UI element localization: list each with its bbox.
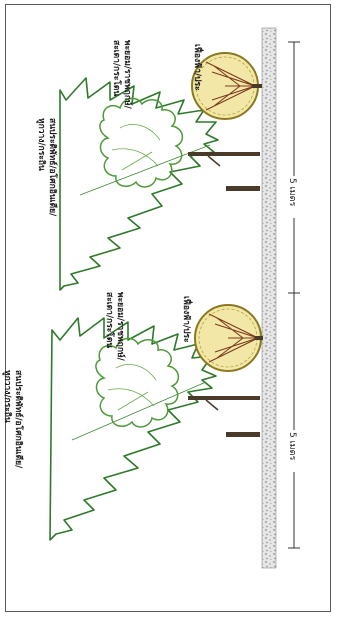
shrub-lower: [195, 305, 263, 371]
label-conifer-upper-2: หูกวาง/กระถิน: [36, 118, 47, 171]
shrub-trunk-lower: [255, 336, 263, 340]
label-broadleaf-lower-1: พะยอม/ราชพฤกษ์/: [115, 292, 126, 362]
label-conifer-upper-1: สนประดิพัทธ์/อโศกอินเดีย/: [47, 118, 58, 217]
shrub-trunk-upper: [252, 84, 262, 88]
dimension-label-bottom: 5 เมตร: [287, 432, 297, 460]
label-shrub-lower: เฟื่องฟ้า/ประ: [181, 296, 194, 343]
label-conifer-lower-2: หูกวาง/กระถิน: [2, 370, 13, 423]
dimension-line: [288, 42, 300, 548]
label-conifer-lower-1: สนประดิพัทธ์/อโศกอินเดีย/: [13, 370, 24, 469]
conifer-trunk-upper: [226, 186, 260, 191]
broadleaf-trunk-lower: [188, 396, 260, 400]
label-broadleaf-upper-1: พะยอม/ราชพฤกษ์/: [122, 40, 133, 110]
broadleaf-trunk-upper: [188, 152, 260, 156]
label-broadleaf-lower-2: สะเดา/กระโดน: [104, 292, 115, 348]
ground-strip: [262, 28, 276, 568]
label-broadleaf-upper-2: สะเดา/กระโดน: [111, 40, 122, 96]
conifer-trunk-lower: [226, 432, 260, 437]
dimension-label-top: 5 เมตร: [287, 178, 297, 206]
